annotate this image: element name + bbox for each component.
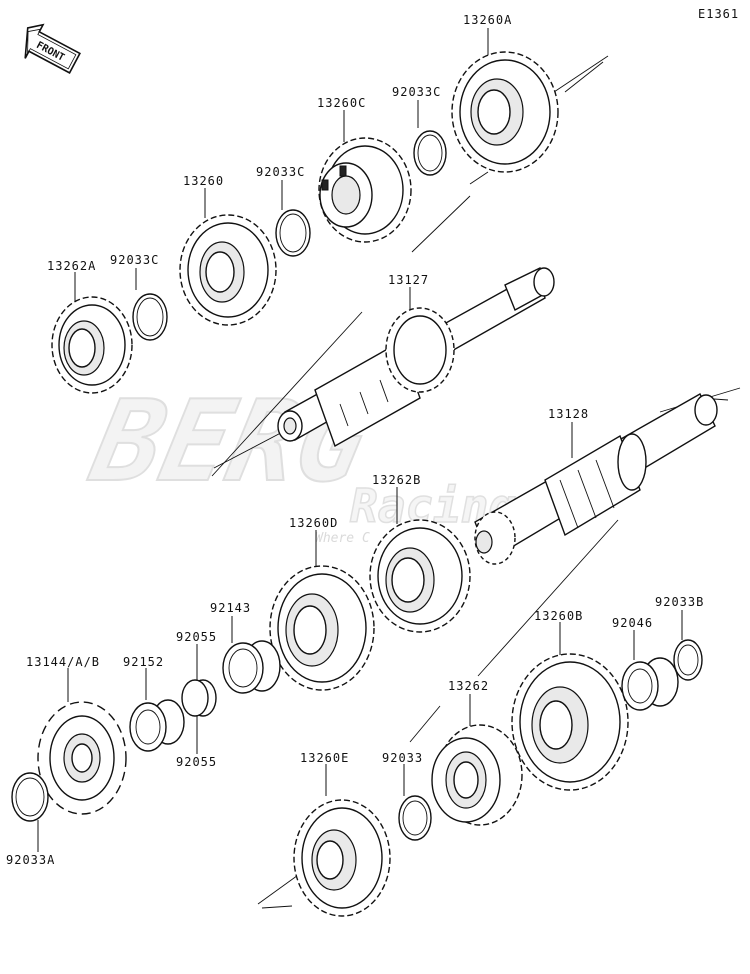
gear-13260a: [451, 51, 559, 173]
axis-lines: [211, 55, 741, 909]
part-label: 13260: [183, 174, 224, 188]
part-label: 13262B: [372, 473, 421, 487]
gear-13260e: [293, 799, 391, 917]
circlip-92033c-3: [132, 293, 168, 341]
part-label: 92033C: [110, 253, 159, 267]
part-label: 92143: [210, 601, 251, 615]
circlip-92033c-1: [413, 130, 447, 176]
part-label: 13260D: [289, 516, 338, 530]
part-label: 13260A: [463, 13, 512, 27]
part-label: 92055: [176, 755, 217, 769]
part-label: 92033A: [6, 853, 55, 867]
collar-92152: [129, 699, 185, 752]
circlip-92033a: [11, 772, 49, 822]
part-label: 92033B: [655, 595, 704, 609]
gear-13260d: [269, 565, 375, 691]
part-label: 13127: [388, 273, 429, 287]
leader-lines: [37, 28, 683, 852]
bearing-92046: [621, 657, 679, 711]
circlip-92033c-2: [275, 209, 311, 257]
gear-13260c: [318, 137, 412, 243]
gear-13262: [431, 724, 523, 826]
part-label: 13262A: [47, 259, 96, 273]
gear-13262b: [369, 519, 471, 633]
shaft-13128: [474, 393, 718, 565]
sprocket-13144: [37, 701, 127, 815]
gear-13260b: [511, 653, 629, 791]
part-labels: 13260A 92033C 13260C 92033C 13260 92033C…: [6, 13, 704, 867]
part-label: 13144/A/B: [26, 655, 100, 669]
part-label: 13260B: [534, 609, 583, 623]
watermark-tagline: Where C: [315, 531, 370, 546]
part-label: 92033C: [256, 165, 305, 179]
part-label: 92152: [123, 655, 164, 669]
part-label: 92055: [176, 630, 217, 644]
oring-92055: [181, 679, 217, 717]
part-label: 13128: [548, 407, 589, 421]
collar-92143: [222, 640, 281, 694]
part-label: 92033: [382, 751, 423, 765]
circlip-92033: [398, 795, 432, 841]
part-label: 92033C: [392, 85, 441, 99]
circlip-92033b: [673, 639, 703, 681]
part-label: 13260C: [317, 96, 366, 110]
shaft-13127: [277, 267, 555, 448]
part-label: 92046: [612, 616, 653, 630]
part-label: 13260E: [300, 751, 349, 765]
gear-13262a: [51, 296, 133, 394]
figure-code: E1361: [698, 7, 739, 21]
gear-13260: [179, 214, 277, 326]
part-label: 13262: [448, 679, 489, 693]
front-arrow-icon: FRONT: [24, 23, 81, 74]
